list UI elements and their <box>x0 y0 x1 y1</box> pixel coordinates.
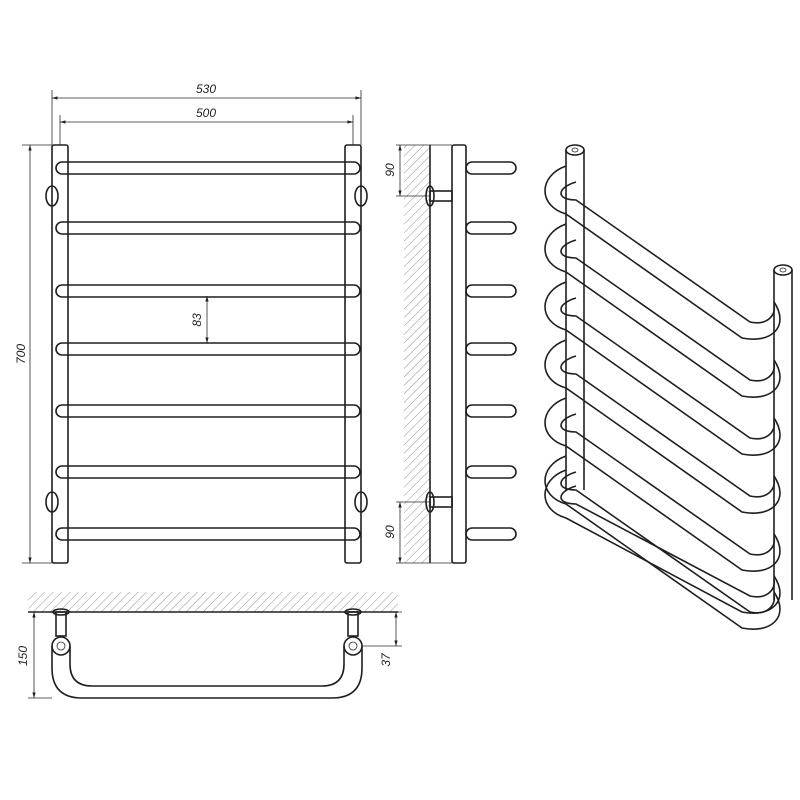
iso-loop-5 <box>544 397 781 572</box>
side-bar-5 <box>465 404 517 418</box>
dimension-90-bottom-label: 90 <box>383 525 397 539</box>
dimension-height: 700 <box>14 144 52 564</box>
side-bar-6 <box>465 465 517 479</box>
bracket-bottom-left <box>45 491 59 513</box>
top-u-bar-outer <box>51 646 363 699</box>
dimension-37-label: 37 <box>379 652 393 667</box>
front-bar-7 <box>55 527 361 541</box>
side-rail <box>451 144 467 564</box>
dimension-90-top-label: 90 <box>383 163 397 177</box>
side-bar-2 <box>465 221 517 235</box>
iso-loop-6 <box>544 455 781 630</box>
dimension-top-bracket-offset: 90 <box>383 144 452 197</box>
side-view: 90 90 <box>383 144 517 564</box>
top-u-bar-inner <box>69 646 345 687</box>
top-wall-hatch <box>28 592 398 612</box>
bracket-top-left <box>45 185 59 207</box>
iso-loop-4 <box>544 339 781 514</box>
isometric-view <box>544 144 793 630</box>
iso-right-rail-cap <box>773 264 793 276</box>
dimension-bar-pitch: 83 <box>190 296 209 343</box>
front-bar-5 <box>55 404 361 418</box>
front-bar-2 <box>55 221 361 235</box>
iso-right-rail <box>773 270 793 600</box>
dimension-rail-spacing: 500 <box>59 106 354 145</box>
dimension-bracket-depth: 37 <box>362 611 402 667</box>
dimension-150-label: 150 <box>16 646 30 666</box>
top-view: 150 37 <box>16 592 402 699</box>
iso-loop-3 <box>544 281 781 456</box>
dimension-overall-width: 530 <box>51 82 362 145</box>
front-bar-6 <box>55 465 361 479</box>
side-wall-hatch <box>404 145 430 563</box>
iso-loop-7 <box>544 469 781 614</box>
top-bracket-left <box>51 608 71 656</box>
front-bar-4 <box>55 342 361 356</box>
dimension-500-label: 500 <box>196 106 216 120</box>
side-bar-4 <box>465 342 517 356</box>
front-bar-1 <box>55 161 361 175</box>
top-bracket-right <box>343 608 363 656</box>
front-view: 530 500 700 83 <box>14 82 368 564</box>
side-bar-1 <box>465 161 517 175</box>
iso-left-rail <box>565 150 585 490</box>
dimension-700-label: 700 <box>14 344 28 364</box>
bracket-top-right <box>354 185 368 207</box>
bracket-bottom-right <box>354 491 368 513</box>
side-bar-7 <box>465 527 517 541</box>
dimension-bottom-bracket-offset: 90 <box>383 501 452 564</box>
dimension-depth: 150 <box>16 611 52 699</box>
iso-left-rail-cap <box>565 144 585 156</box>
side-bar-3 <box>465 284 517 298</box>
dimension-530-label: 530 <box>196 82 216 96</box>
dimension-83-label: 83 <box>190 313 204 327</box>
iso-loop-1 <box>544 165 781 340</box>
iso-loop-2 <box>544 223 781 398</box>
front-bar-3 <box>55 284 361 298</box>
